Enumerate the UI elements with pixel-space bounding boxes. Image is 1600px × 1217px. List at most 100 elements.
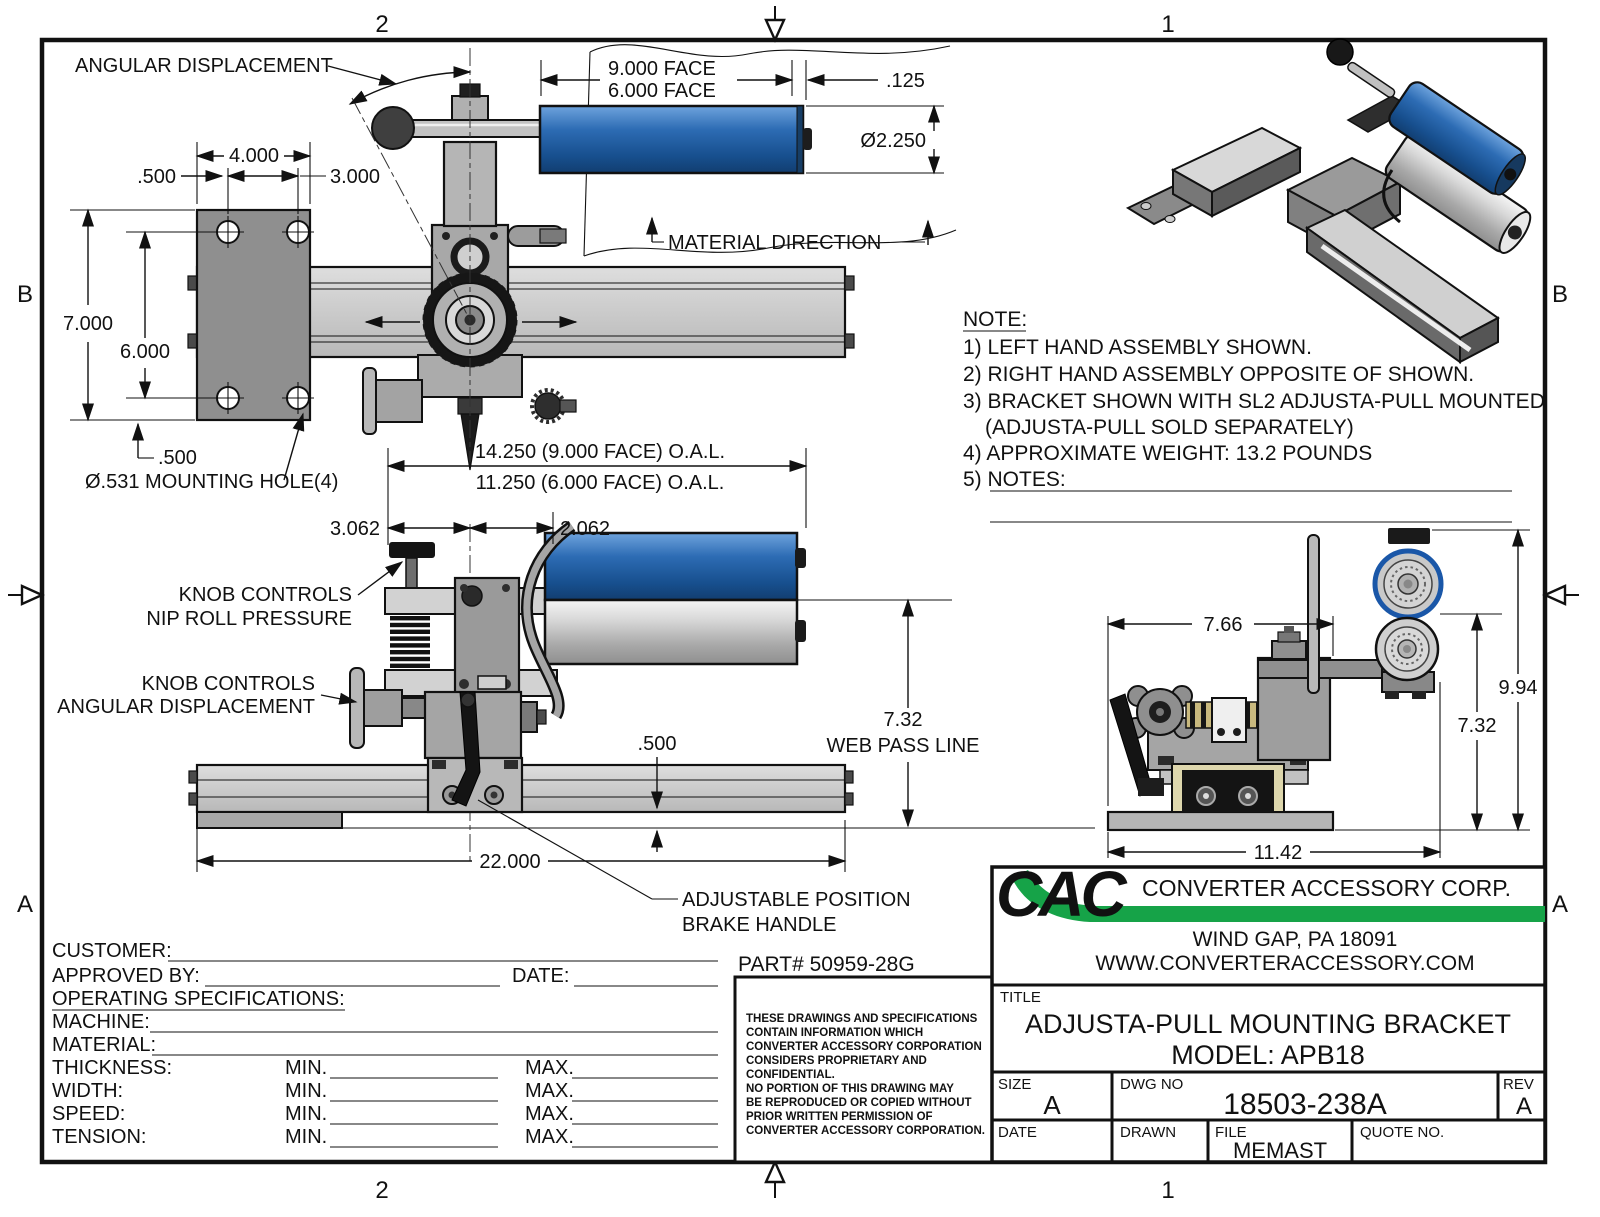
center-mark-arrow-bottom [764, 1159, 786, 1198]
iso-roller-blue [1388, 81, 1526, 196]
side-slide-block [1211, 697, 1247, 743]
drawing-title-line1: ADJUSTA-PULL MOUNTING BRACKET [1025, 1009, 1511, 1039]
dim-500-front: .500 [638, 733, 677, 755]
web-pass-line-label: WEB PASS LINE [826, 735, 979, 757]
note-line-3b: (ADJUSTA-PULL SOLD SEPARATELY) [985, 416, 1354, 439]
side-knob-cylinder [375, 379, 423, 423]
knob-ang-label-1: KNOB CONTROLS [142, 673, 315, 695]
mounting-holes [212, 216, 314, 414]
idler-roller-gray [543, 598, 806, 666]
isometric-view [1125, 38, 1532, 364]
legal-box: THESE DRAWINGS AND SPECIFICATIONS CONTAI… [733, 975, 994, 1164]
drawn-label: DRAWN [1120, 1124, 1176, 1141]
dim-4000: 4.000 [229, 145, 279, 167]
iso-roller-gray [1384, 134, 1532, 254]
top-view: ANGULAR DISPLACEMENT 4.000 3.000 .500 7.… [63, 44, 957, 493]
iso-guard-wire [1382, 169, 1401, 224]
handle-ball-knob [371, 106, 415, 150]
file-label: FILE [1215, 1124, 1247, 1141]
handle-rod [397, 119, 549, 138]
iso-long-rail [1305, 208, 1500, 364]
side-star-knob [1125, 685, 1195, 739]
date-field-label: DATE [998, 1124, 1037, 1141]
side-roller-top [1372, 548, 1444, 620]
rev-value: A [1516, 1093, 1532, 1120]
approved-label: APPROVED BY: [52, 965, 200, 987]
tension-max-label: MAX. [525, 1126, 574, 1148]
worm-gear-knob [534, 392, 562, 420]
iso-handle [1326, 38, 1396, 98]
side-handle-rod [1307, 534, 1320, 694]
dim-3062: 3.062 [330, 518, 380, 540]
spec-form: CUSTOMER: APPROVED BY: DATE: OPERATING S… [52, 940, 718, 1148]
legal-line: BE REPRODUCED OR COPIED WITHOUT [746, 1097, 972, 1109]
speed-min-label: MIN. [285, 1103, 327, 1125]
side-brake-lever [1109, 693, 1164, 797]
date-label: DATE: [512, 965, 569, 987]
part-number: PART# 50959-28G [738, 953, 915, 976]
zone-label-bottom-2: 2 [375, 1177, 388, 1204]
quote-no-label: QUOTE NO. [1360, 1124, 1444, 1141]
zone-label-right-a: A [1552, 891, 1568, 918]
thickness-max-label: MAX. [525, 1057, 574, 1079]
center-mark-arrow-left [8, 584, 45, 606]
drawing-title-line2: MODEL: APB18 [1171, 1040, 1365, 1070]
dim-994: 9.94 [1499, 677, 1538, 699]
tension-min-label: MIN. [285, 1126, 327, 1148]
zone-label-top-2: 2 [375, 11, 388, 38]
center-mark-arrow-right [1542, 584, 1579, 606]
dim-500-bottom: .500 [158, 447, 197, 469]
notes-heading: NOTE: [963, 308, 1027, 331]
angular-knob-flange [349, 667, 365, 749]
legal-line: CONFIDENTIAL. [746, 1069, 835, 1081]
tension-label: TENSION: [52, 1126, 146, 1148]
roller-dimensions: 9.000 FACE 6.000 FACE .125 Ø2.250 MATERI… [539, 58, 944, 254]
front-dimensions: 14.250 (9.000 FACE) O.A.L. 11.250 (6.000… [57, 441, 979, 976]
note-line-4: 4) APPROXIMATE WEIGHT: 13.2 POUNDS [963, 442, 1372, 465]
dim-732-side: 7.32 [1458, 715, 1497, 737]
zone-label-left-a: A [17, 891, 33, 918]
nip-pressure-knob [389, 542, 435, 558]
legal-line: NO PORTION OF THIS DRAWING MAY [746, 1083, 954, 1095]
logo-swoosh-tail [1012, 870, 1094, 922]
title-label: TITLE [1000, 989, 1041, 1006]
width-min-label: MIN. [285, 1080, 327, 1102]
brake-label-2: BRAKE HANDLE [682, 914, 837, 936]
iso-left-rail [1170, 126, 1303, 218]
dim-500-offset: .500 [137, 166, 176, 188]
pressure-spring [390, 616, 430, 668]
company-name: CONVERTER ACCESSORY CORP. [1142, 875, 1511, 901]
note-line-5: 5) NOTES: [963, 468, 1066, 491]
zone-label-left-b: B [17, 281, 33, 308]
legal-box-border [733, 975, 994, 1164]
dim-face-6000: 6.000 FACE [608, 80, 716, 102]
knob-nip-label-1: KNOB CONTROLS [179, 584, 352, 606]
note-line-1: 1) LEFT HAND ASSEMBLY SHOWN. [963, 336, 1312, 359]
dim-7000: 7.000 [63, 313, 113, 335]
guard-wire [521, 521, 576, 720]
dim-22000: 22.000 [479, 851, 540, 873]
operating-specs-label: OPERATING SPECIFICATIONS: [52, 988, 345, 1010]
thickness-label: THICKNESS: [52, 1057, 172, 1079]
side-dimensions: 7.66 9.94 7.32 11.42 [1106, 528, 1538, 864]
dim-oal-14250: 14.250 (9.000 FACE) O.A.L. [475, 441, 725, 463]
notes-block: NOTE: 1) LEFT HAND ASSEMBLY SHOWN. 2) RI… [963, 308, 1545, 523]
side-knob-flange [362, 367, 377, 435]
legal-line: PRIOR WRITTEN PERMISSION OF [746, 1111, 933, 1123]
nip-roller-blue [543, 531, 806, 602]
legal-line: THESE DRAWINGS AND SPECIFICATIONS [746, 1013, 978, 1025]
center-mark-arrow-top [764, 6, 786, 43]
side-clamp [1171, 763, 1285, 813]
note-line-3a: 3) BRACKET SHOWN WITH SL2 ADJUSTA-PULL M… [963, 390, 1545, 413]
company-logo: CAC [996, 858, 1545, 930]
dim-face-9000: 9.000 FACE [608, 58, 716, 80]
logo-swoosh-bar [1090, 906, 1545, 922]
side-view: 7.66 9.94 7.32 11.42 [1106, 528, 1538, 864]
mounting-hole-label: Ø.531 MOUNTING HOLE(4) [85, 471, 338, 493]
dim-732-front: 7.32 [884, 709, 923, 731]
company-address: WIND GAP, PA 18091 [1193, 928, 1398, 951]
dwg-no-label: DWG NO [1120, 1076, 1183, 1093]
size-label: SIZE [998, 1076, 1031, 1093]
